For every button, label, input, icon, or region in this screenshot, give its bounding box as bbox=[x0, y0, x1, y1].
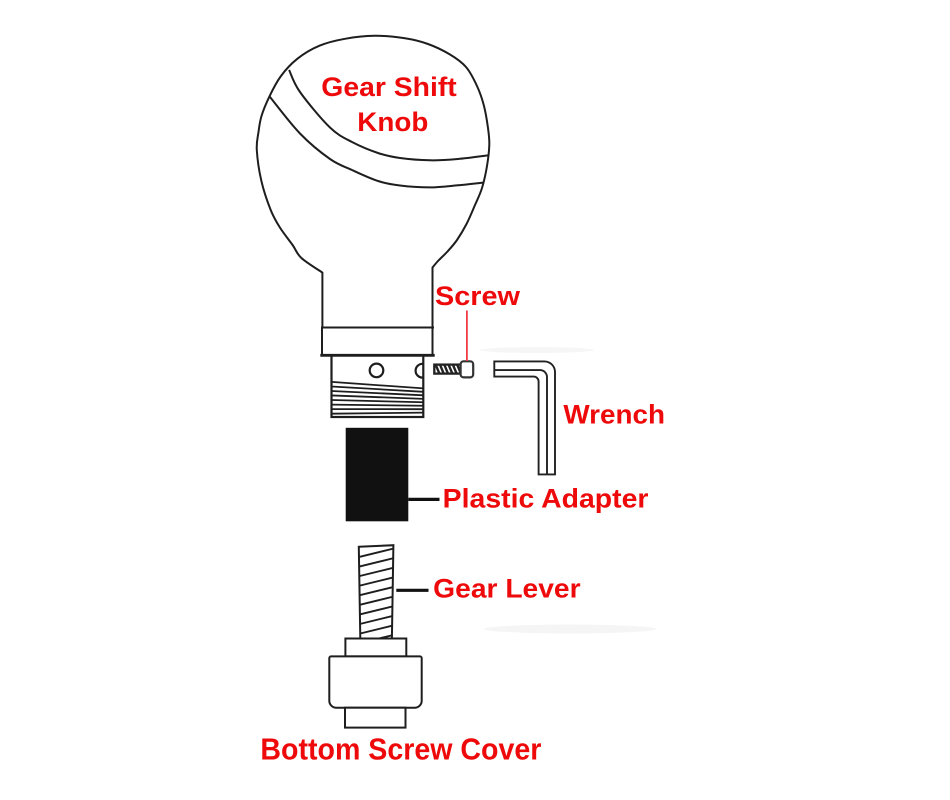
svg-text:Bottom Screw Cover: Bottom Screw Cover bbox=[260, 731, 541, 766]
svg-text:Gear Lever: Gear Lever bbox=[433, 573, 581, 603]
svg-text:Screw: Screw bbox=[435, 281, 521, 311]
svg-text:Plastic Adapter: Plastic Adapter bbox=[443, 484, 649, 514]
svg-text:Gear Shift: Gear Shift bbox=[321, 72, 456, 102]
svg-text:Knob: Knob bbox=[357, 107, 428, 137]
svg-text:Wrench: Wrench bbox=[563, 399, 665, 429]
